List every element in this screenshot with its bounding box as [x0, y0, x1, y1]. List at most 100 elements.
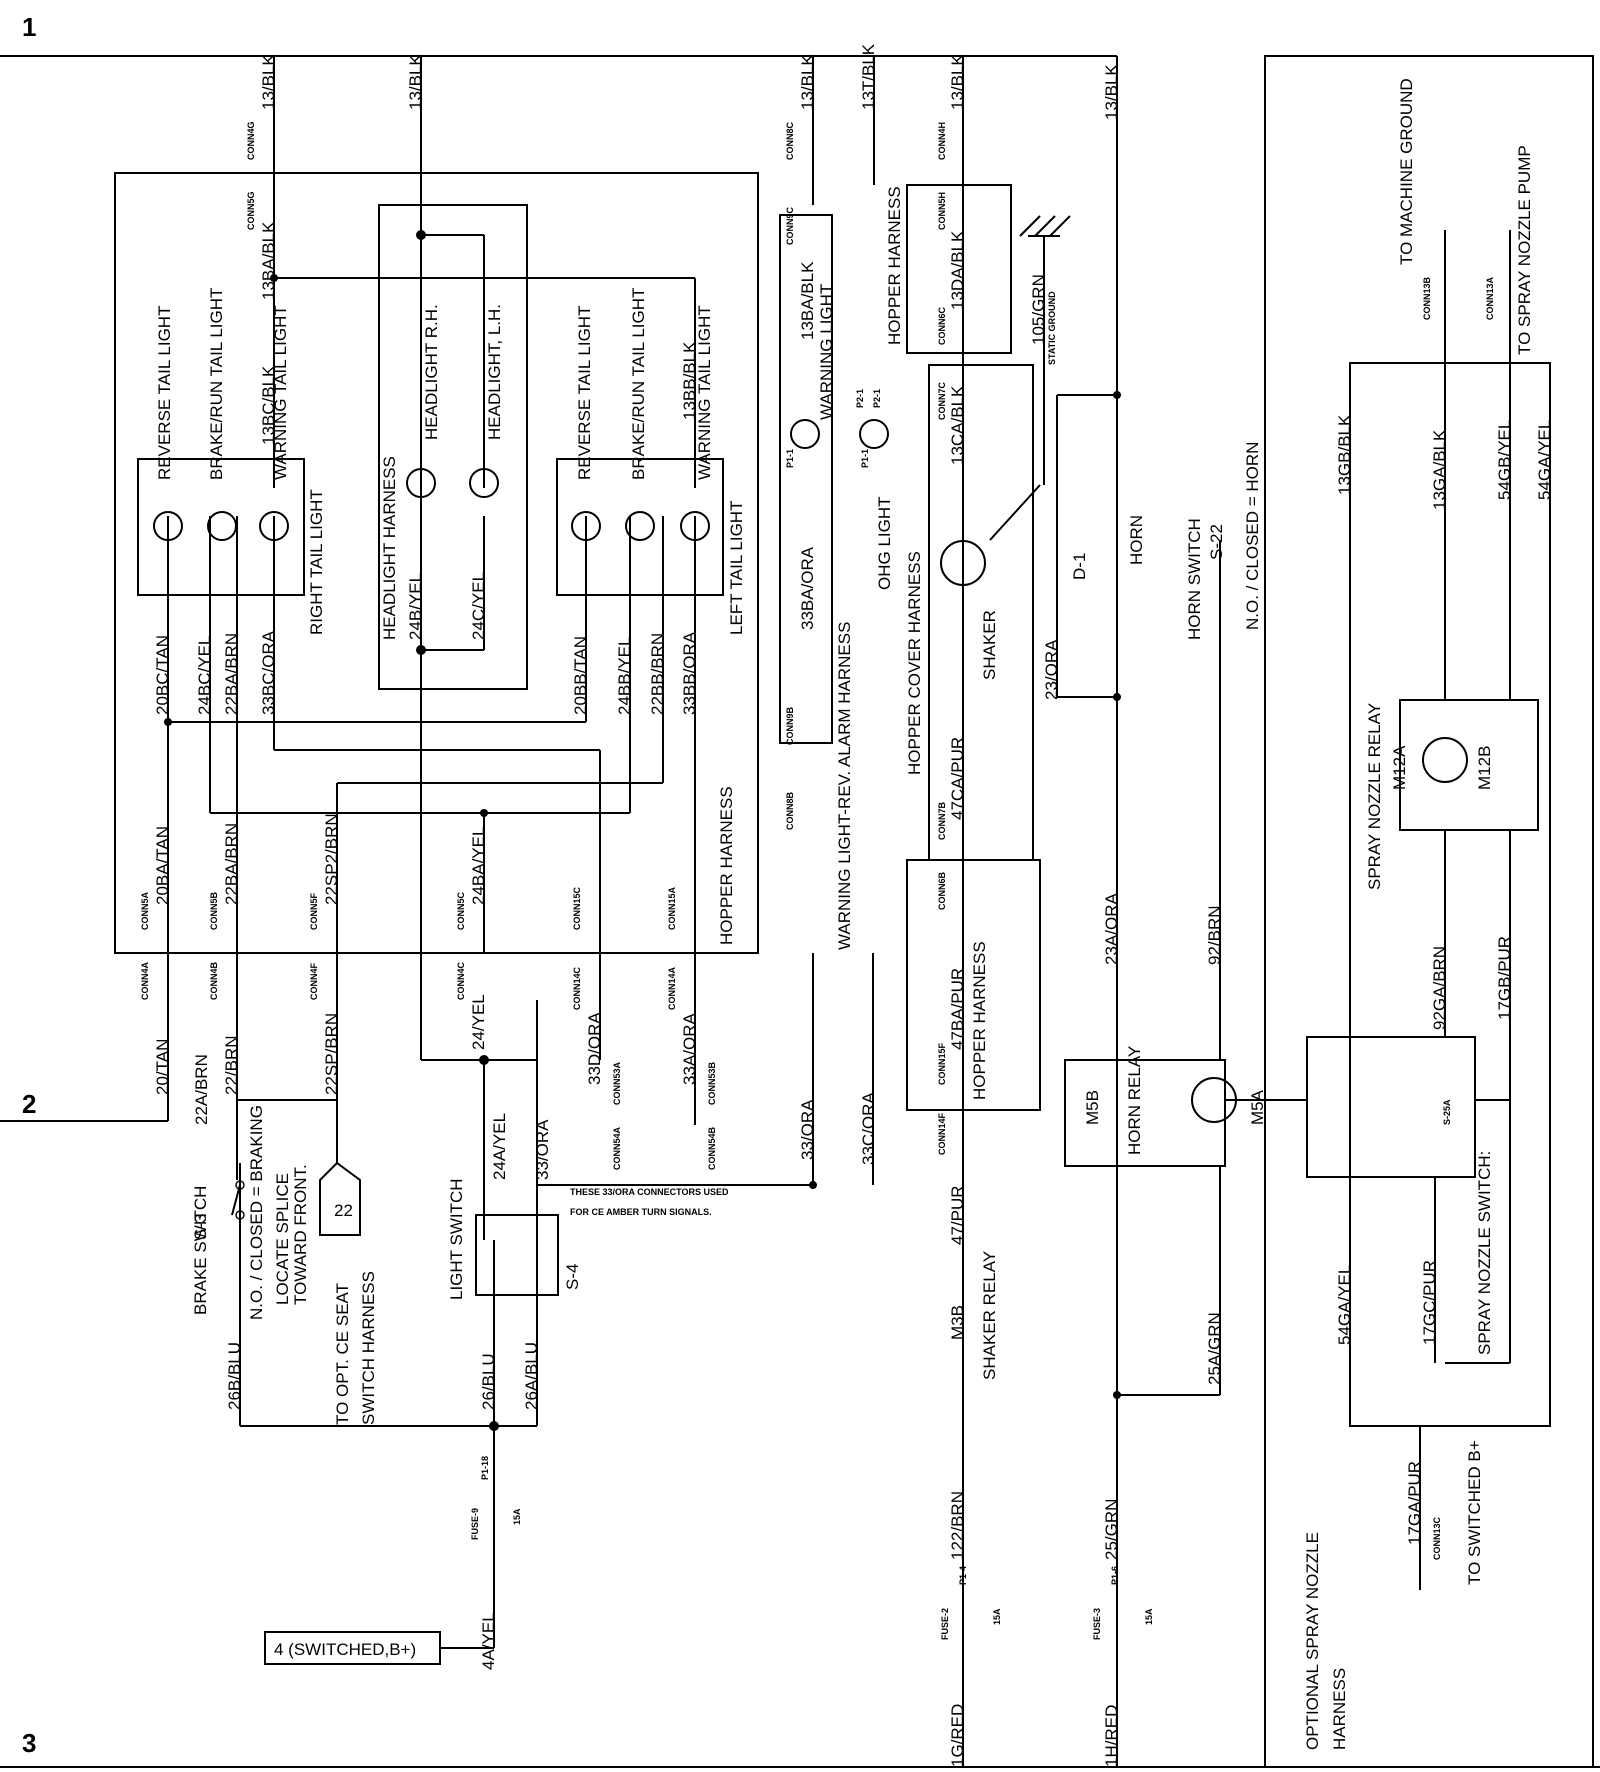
wire-label: 20BB/TAN: [571, 636, 590, 715]
lamp-icon: [859, 419, 889, 449]
horn-switch-label: HORN SWITCH: [1185, 518, 1204, 640]
d1-label: D-1: [1070, 553, 1089, 580]
wire-label: 1G/RED: [948, 1704, 967, 1767]
to-switched-bplus-label: TO SWITCHED B+: [1465, 1440, 1484, 1585]
wire-label: 13/BLK: [406, 54, 425, 110]
hopper-harness-label: HOPPER HARNESS: [717, 786, 736, 945]
fuse3-rating: 15A: [1144, 1608, 1154, 1625]
horn-no-label: N.O. / CLOSED = HORN: [1243, 442, 1262, 630]
wire-label: 20BC/TAN: [153, 635, 172, 715]
relay-coil-icon: [1422, 737, 1468, 783]
wire-label: 47CA/PUR: [948, 737, 967, 820]
hopper-harness-upper-box: [906, 184, 1012, 354]
brake-run-light-l-label: BRAKE/RUN TAIL LIGHT: [629, 288, 648, 480]
pin-label: P1-6: [1110, 1566, 1120, 1585]
spray-switch-box: [1306, 1036, 1476, 1178]
warning-tail-light-l-label: WARNING TAIL LIGHT: [695, 305, 714, 480]
wire-label: 13BA/BLK: [798, 261, 817, 340]
wire-label: 33BA/ORA: [798, 546, 817, 630]
connector-label: CONN14A: [667, 966, 677, 1010]
shaker-label: SHAKER: [980, 610, 999, 680]
wire-label: 22BA/BRN: [222, 633, 241, 715]
wire-label: 13/BLK: [259, 54, 278, 110]
connector-label: CONN15C: [572, 886, 582, 930]
wire-label: 22BA/BRN: [222, 823, 241, 905]
middle-wiring: [962, 185, 1221, 1767]
ce-note-label: THESE 33/ORA CONNECTORS USED: [570, 1187, 729, 1197]
ohg-light-label: OHG LIGHT: [875, 496, 894, 590]
hopper-harness-lower-box: [906, 859, 1041, 1111]
headlight-lh-label: HEADLIGHT, L.H.: [485, 304, 504, 440]
wire-label: 13GA/BLK: [1430, 429, 1449, 510]
connector-label: CONN7B: [937, 801, 947, 840]
m5b-label: M5B: [1083, 1090, 1102, 1125]
connector-label: CONN13A: [1485, 276, 1495, 320]
light-switch-box: [475, 1214, 559, 1296]
right-tail-light-label: RIGHT TAIL LIGHT: [307, 489, 326, 635]
wire-label: 13/BLK: [1102, 64, 1121, 120]
warning-light-box: [779, 214, 833, 744]
headlight-harness-label: HEADLIGHT HARNESS: [380, 456, 399, 640]
connector-label: CONN5B: [209, 891, 219, 930]
wire-label: 13T/BLK: [859, 43, 878, 110]
alarm-harness-label: WARNING LIGHT-REV. ALARM HARNESS: [835, 622, 854, 950]
brake-no-label: N.O. / CLOSED = BRAKING: [247, 1105, 266, 1320]
wire-label: 24BB/YEL: [615, 637, 634, 715]
warning-light-label: WARNING LIGHT: [817, 284, 836, 420]
brake-switch-symbol: [231, 1100, 245, 1220]
headlight-harness-box: [378, 204, 528, 690]
s22-label: S-22: [1207, 524, 1226, 560]
s25a-label: S-25A: [1442, 1099, 1452, 1125]
relay-coil-icon: [1191, 1077, 1237, 1123]
wire-label: 54GA/YEL: [1335, 1265, 1354, 1345]
hopper-harness-label: HOPPER HARNESS: [970, 941, 989, 1100]
lamp-icon: [207, 511, 237, 541]
horn-relay-box: [1064, 1059, 1226, 1167]
wire-label: 22SP/BRN: [322, 1013, 341, 1095]
connector-label: CONN8B: [785, 791, 795, 830]
optional-harness-label: HARNESS: [1330, 1668, 1349, 1750]
spray-inner-box: [1349, 362, 1551, 1427]
lamp-icon: [469, 468, 499, 498]
pin-label: P1-18: [480, 1456, 490, 1480]
hopper-harness-label: HOPPER HARNESS: [885, 186, 904, 345]
wire-label: 105/GRN: [1029, 274, 1048, 345]
fuse9-rating: 15A: [512, 1508, 522, 1525]
brake-run-light-r-label: BRAKE/RUN TAIL LIGHT: [207, 288, 226, 480]
m5a-label: M5A: [1248, 1089, 1267, 1125]
wire-label: 26B/BLU: [225, 1342, 244, 1410]
wire-label: 33A/ORA: [680, 1013, 699, 1085]
wire-label: 33BB/ORA: [680, 631, 699, 715]
s3-label: S-3: [191, 1214, 210, 1240]
connector-label: CONN13C: [1432, 1516, 1442, 1560]
connector-label: CONN4F: [309, 962, 319, 1000]
lamp-icon: [259, 511, 289, 541]
connector-label: CONN4G: [246, 121, 256, 160]
toward-front-label: TOWARD FRONT.: [291, 1164, 310, 1305]
lamp-icon: [406, 468, 436, 498]
wire-label: 13BA/BLK: [259, 221, 278, 300]
connector-label: CONN5G: [246, 191, 256, 230]
wire-label: 33C/ORA: [859, 1092, 878, 1165]
to-machine-ground-label: TO MACHINE GROUND: [1397, 78, 1416, 265]
wire-label: 1H/RED: [1102, 1705, 1121, 1767]
wire-label: 4A/YEL: [479, 1612, 498, 1670]
wire-label: 47/PUR: [948, 1185, 967, 1245]
brake-switch-label: BRAKE SWITCH: [191, 1186, 210, 1315]
wire-label: 54GB/YEL: [1495, 420, 1514, 500]
wire-label: 17GC/PUR: [1420, 1260, 1439, 1345]
wire-label: 22A/BRN: [192, 1054, 211, 1125]
left-tail-light-box: [556, 458, 724, 596]
spray-relay-label: SPRAY NOZZLE RELAY: [1365, 703, 1384, 890]
connector-label: CONN6C: [937, 306, 947, 345]
connector-label: CONN4H: [937, 122, 947, 160]
wire-label: 22SP2/BRN: [322, 813, 341, 905]
connector-label: CONN5C: [456, 891, 466, 930]
m3b-label: M3B: [948, 1305, 967, 1340]
lamp-icon: [625, 511, 655, 541]
fuse2-rating: 15A: [992, 1608, 1002, 1625]
locate-splice-label: LOCATE SPLICE: [273, 1173, 292, 1305]
wire-label: 13BB/BLK: [680, 341, 699, 420]
spray-wiring: [1225, 230, 1511, 1590]
wire-label: 24/YEL: [469, 994, 488, 1050]
